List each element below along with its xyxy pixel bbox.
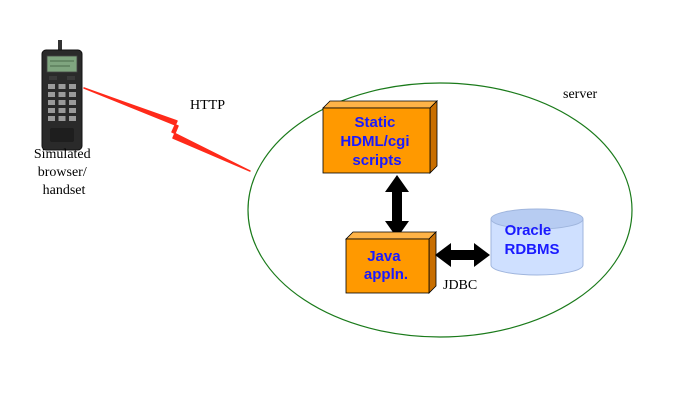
static-box-label: scripts (352, 152, 401, 169)
svg-text:Java appln.: Java appln. (364, 248, 408, 283)
static-box-label: HDML/cgi (340, 133, 409, 150)
server-boundary (247, 82, 633, 338)
handset-caption: Simulated browser/ handset (34, 147, 94, 198)
mobile-phone-icon (41, 40, 83, 151)
svg-text:Static HDML/cgi sc: Static HDML/cgi scripts (340, 114, 413, 169)
static-box-label: Static (354, 114, 395, 131)
java-application-box: Java appln. (345, 231, 437, 294)
static-scripts-box: Static HDML/cgi scripts (322, 100, 438, 174)
oracle-label: RDBMS (505, 241, 560, 258)
jdbc-label: JDBC (443, 278, 477, 293)
double-arrow-horizontal (435, 243, 490, 267)
handset-caption-line: handset (43, 183, 86, 198)
lightning-bolt-icon (83, 87, 251, 172)
handset-caption-line: Simulated (34, 147, 91, 162)
handset-caption-line: browser/ (38, 165, 87, 180)
http-label: HTTP (190, 98, 225, 113)
java-box-label: appln. (364, 266, 408, 283)
server-label: server (563, 87, 598, 102)
database-cylinder-icon: Oracle RDBMS (490, 208, 584, 276)
java-box-label: Java (367, 248, 401, 265)
double-arrow-vertical (385, 175, 409, 238)
svg-text:Oracle RDBMS: Oracle RDBMS (505, 222, 560, 258)
oracle-label: Oracle (505, 222, 552, 239)
